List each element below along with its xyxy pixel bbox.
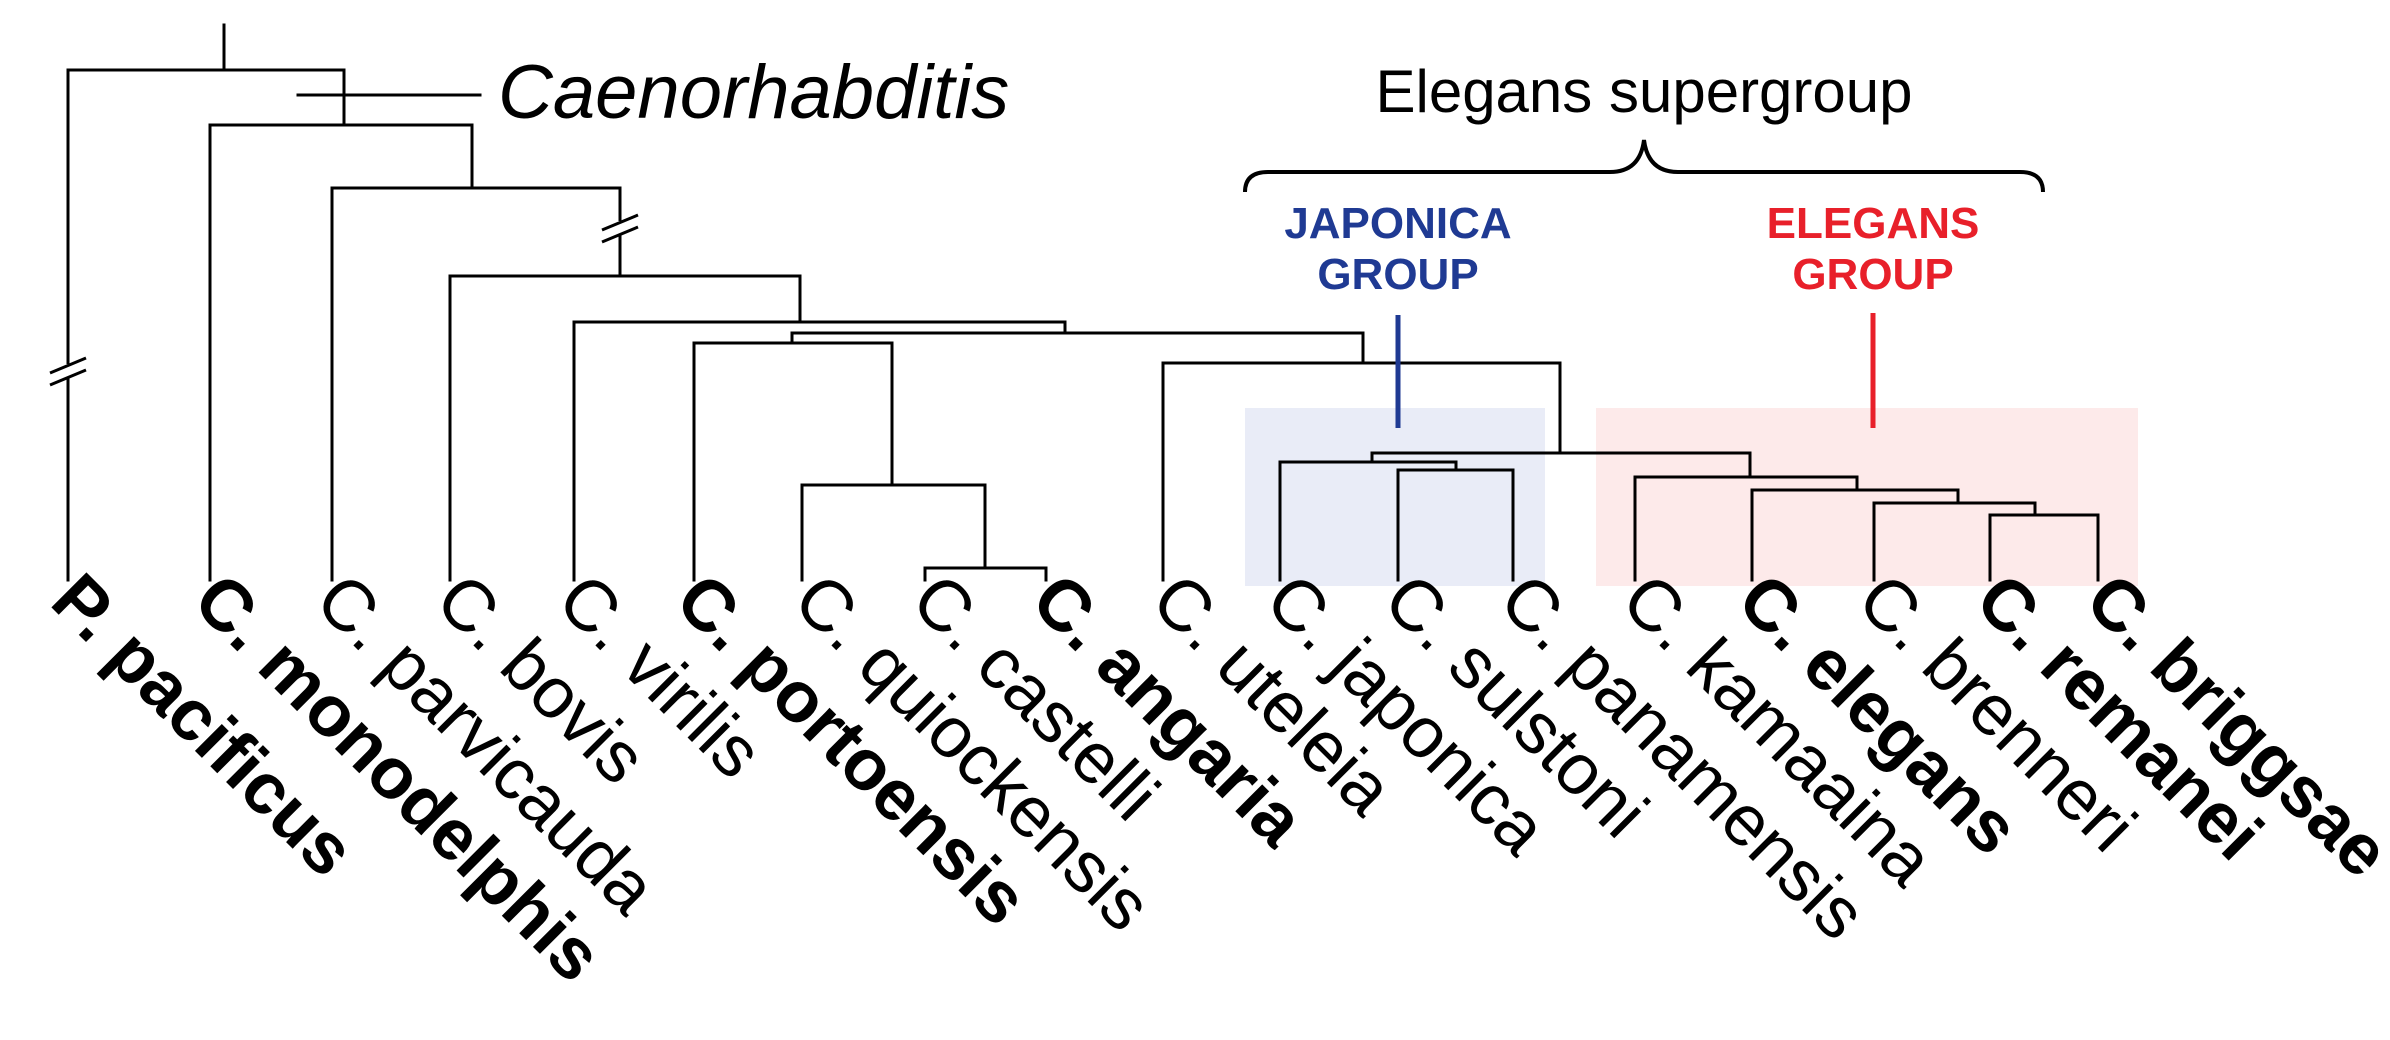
branch-node-parvicauda [330, 186, 622, 582]
branch-break-marks [49, 213, 639, 387]
branch-node-monodelphis [208, 123, 474, 582]
branch-root [66, 68, 346, 582]
break-mark-pacificus-b [49, 368, 87, 387]
branch-node-brenneri [1872, 501, 2037, 582]
japonica-group-label-line1: JAPONICA [1284, 199, 1511, 248]
branch-node-quiockensis [800, 483, 987, 582]
branch-node-castelli-angaria [923, 566, 1048, 582]
branch-node-portoensis [692, 341, 894, 582]
branch-node-remanei-briggsae [1988, 513, 2100, 582]
branch-node-bovis [448, 274, 802, 582]
supergroup-label: Elegans supergroup [1375, 58, 1912, 125]
tree-branches [66, 23, 2100, 582]
elegans-group-shade [1596, 408, 2138, 586]
branch-node-uteleia [1161, 361, 1562, 582]
branch-node-sulstoni-panamensis [1396, 468, 1515, 582]
break-mark-bovis-a [601, 213, 639, 232]
supergroup-brace [1243, 139, 2045, 193]
elegans-group-label-line2: GROUP [1792, 250, 1953, 299]
break-mark-bovis-b [601, 225, 639, 244]
branch-node-elegans [1750, 488, 1960, 582]
genus-label: Caenorhabditis [498, 50, 1009, 135]
break-mark-pacificus-a [49, 356, 87, 375]
branch-node-elegans-group [1633, 475, 1859, 582]
branch-node-virilis [572, 320, 1067, 582]
japonica-group-label-line2: GROUP [1317, 250, 1478, 299]
branch-node-portoensis-clade-join [790, 331, 1365, 365]
japonica-group-shade [1245, 408, 1545, 586]
elegans-group-label-line1: ELEGANS [1767, 199, 1980, 248]
